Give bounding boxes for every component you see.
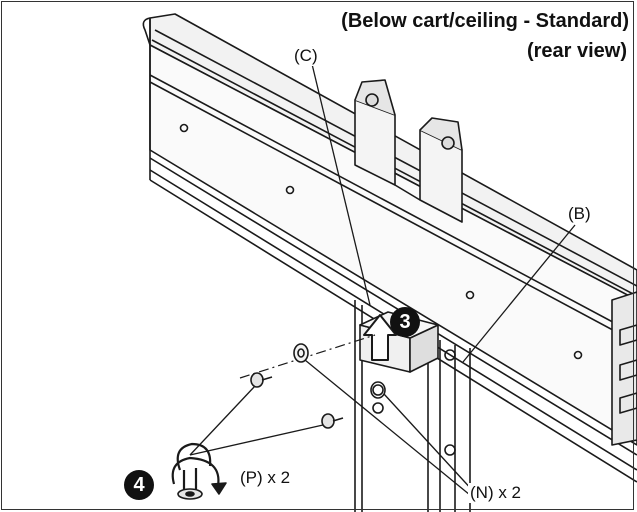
washer: [293, 343, 309, 363]
rotate-clockwise-icon: [171, 456, 227, 495]
leader-n-2: [383, 393, 475, 493]
leader-p-1: [189, 385, 256, 456]
label-p: (P) x 2: [238, 468, 293, 488]
rail-hole: [285, 185, 295, 195]
leader-b: [462, 224, 576, 363]
diagram-subtitle: (rear view): [526, 40, 627, 62]
post-hole: [372, 384, 384, 396]
screw: [250, 372, 273, 388]
label-b: (B): [566, 204, 593, 224]
rail-end-notch-3: [619, 392, 637, 414]
bracket-screw: [441, 136, 455, 150]
diagram-title: (Below cart/ceiling - Standard): [341, 10, 629, 32]
top-bracket: [354, 79, 463, 223]
post-hole: [444, 444, 456, 456]
rail-left-lip: [142, 17, 151, 46]
bracket-screw: [365, 93, 379, 107]
step-4-badge: 4: [124, 470, 154, 500]
rail-end-profile: [611, 291, 637, 446]
bracket-base: [394, 184, 421, 201]
allen-key-icon: [176, 442, 212, 500]
rail-top-groove: [154, 29, 637, 287]
rail-end-notch-1: [619, 324, 637, 346]
horizontal-rail: [142, 13, 637, 483]
leader-p-2: [189, 424, 324, 456]
washer-on-post: [370, 381, 386, 399]
rail-end-notch-2: [619, 359, 637, 381]
rail-hole: [465, 290, 475, 300]
leader-n-1: [304, 359, 471, 496]
rail-front-lower-ridge: [149, 157, 637, 456]
rail-hole: [179, 123, 189, 133]
post-hole: [444, 349, 456, 361]
up-arrow: [363, 314, 397, 361]
post-hole: [372, 402, 384, 414]
rail-front-upper-ridge-2: [149, 81, 637, 344]
label-c: (C): [292, 46, 320, 66]
label-n: (N) x 2: [468, 483, 523, 503]
explode-guide-line: [239, 334, 376, 379]
leader-c: [311, 63, 371, 306]
step-3-badge: 3: [390, 307, 420, 337]
rail-front-upper-ridge: [149, 74, 637, 336]
screw: [321, 413, 344, 429]
rail-hole: [573, 350, 583, 360]
